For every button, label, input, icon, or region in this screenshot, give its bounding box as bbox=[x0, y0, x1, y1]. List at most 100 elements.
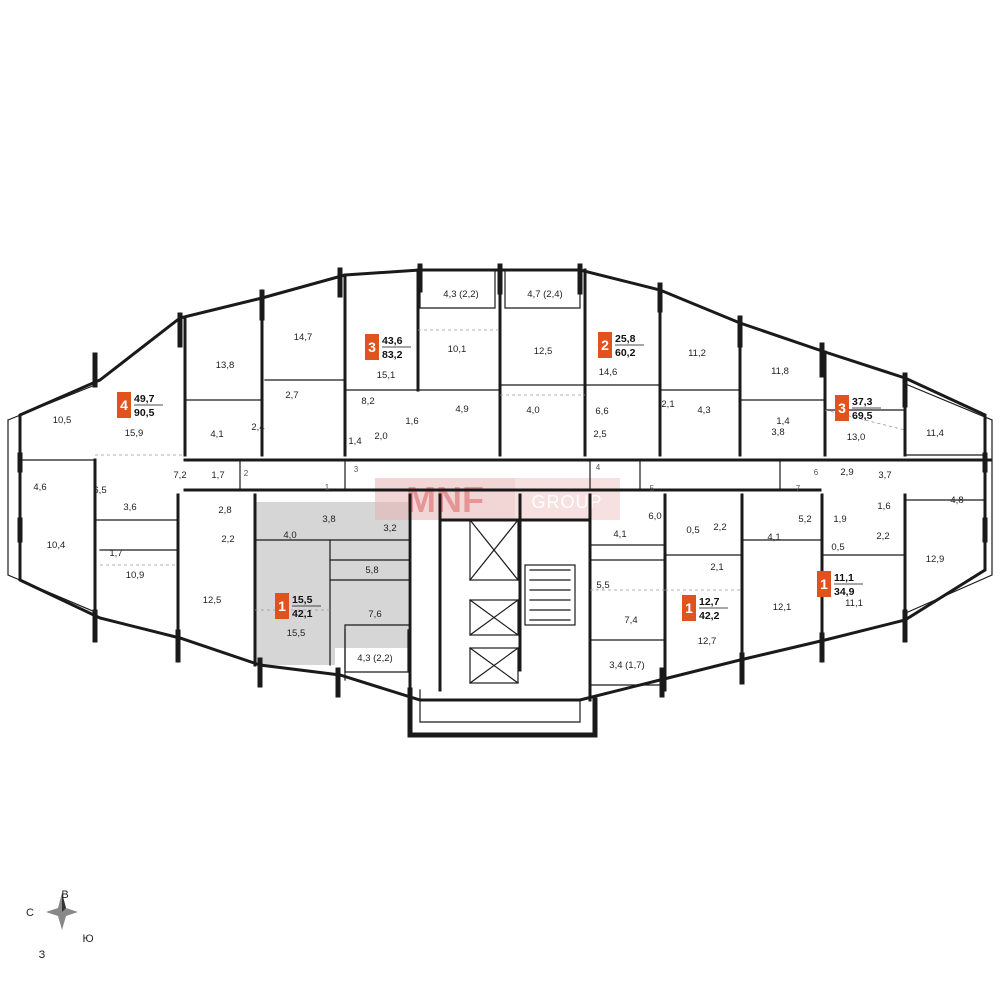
room-area-label: 1,6 bbox=[405, 416, 418, 427]
compass-east: Ю bbox=[82, 933, 93, 945]
total-area: 34,9 bbox=[834, 586, 855, 598]
room-area-label: 1,7 bbox=[109, 548, 122, 559]
room-area-label: 4,1 bbox=[767, 532, 780, 543]
compass-south: З bbox=[39, 949, 46, 961]
room-area-label: 8,2 bbox=[361, 396, 374, 407]
door-number-label: 7 bbox=[796, 484, 801, 493]
apartment-badge: 1 12,7 42,2 bbox=[682, 595, 728, 622]
room-area-label: 3,8 bbox=[771, 427, 784, 438]
door-number-label: 5 bbox=[650, 484, 655, 493]
room-area-label: 14,6 bbox=[599, 367, 618, 378]
total-area: 42,1 bbox=[292, 608, 313, 620]
living-area: 49,7 bbox=[134, 393, 155, 405]
loggias bbox=[344, 269, 666, 686]
logo-mark: MNF bbox=[406, 479, 484, 520]
door-number-label: 1 bbox=[325, 483, 330, 492]
room-area-label: 6,5 bbox=[93, 485, 106, 496]
rooms-badge-box bbox=[365, 334, 379, 360]
rooms-badge-box bbox=[817, 571, 831, 597]
room-area-label: 5,2 bbox=[798, 514, 811, 525]
room-area-label: 4,8 bbox=[950, 495, 963, 506]
room-area-label: 11,2 bbox=[688, 348, 706, 359]
room-area-label: 4,3 (2,2) bbox=[443, 289, 478, 300]
room-area-label: 1,7 bbox=[211, 470, 224, 481]
room-area-label: 4,7 (2,4) bbox=[527, 289, 562, 300]
room-area-label: 12,5 bbox=[534, 346, 553, 357]
room-area-label: 3,8 bbox=[322, 514, 335, 525]
room-area-label: 6,0 bbox=[648, 511, 661, 522]
room-area-label: 1,9 bbox=[833, 514, 846, 525]
rooms-count: 3 bbox=[838, 400, 846, 416]
room-area-label: 4,3 (2,2) bbox=[357, 653, 392, 664]
living-area: 12,7 bbox=[699, 596, 720, 608]
rooms-count: 3 bbox=[368, 339, 376, 355]
room-area-label: 10,9 bbox=[126, 570, 145, 581]
room-area-label: 3,6 bbox=[123, 502, 136, 513]
living-area: 11,1 bbox=[834, 572, 854, 584]
corridor bbox=[183, 458, 992, 492]
room-area-label: 4,1 bbox=[613, 529, 626, 540]
total-area: 60,2 bbox=[615, 347, 636, 359]
room-area-label: 13,0 bbox=[847, 432, 866, 443]
rooms-count: 1 bbox=[278, 598, 286, 614]
room-area-label: 2,1 bbox=[710, 562, 723, 573]
compass-rose: С В Ю З bbox=[26, 889, 94, 961]
room-area-label: 13,8 bbox=[216, 360, 235, 371]
room-area-label: 5,8 bbox=[365, 565, 378, 576]
living-area: 37,3 bbox=[852, 396, 873, 408]
door-number-label: 4 bbox=[596, 463, 601, 472]
room-area-label: 12,1 bbox=[773, 602, 792, 613]
room-area-label: 5,5 bbox=[596, 580, 609, 591]
room-area-label: 10,5 bbox=[53, 415, 72, 426]
rooms-badge-box bbox=[598, 332, 612, 358]
room-area-label: 6,6 bbox=[595, 406, 608, 417]
room-area-label: 15,5 bbox=[287, 628, 306, 639]
room-area-label: 4,6 bbox=[33, 482, 46, 493]
door-number-label: 3 bbox=[354, 465, 359, 474]
room-area-label: 2,2 bbox=[221, 534, 234, 545]
room-area-label: 12,9 bbox=[926, 554, 945, 565]
total-area: 42,2 bbox=[699, 610, 720, 622]
room-area-label: 2,4 bbox=[251, 422, 264, 433]
room-area-label: 3,4 (1,7) bbox=[609, 660, 644, 671]
room-area-label: 7,4 bbox=[624, 615, 637, 626]
room-area-label: 2,0 bbox=[374, 431, 387, 442]
room-area-label: 11,1 bbox=[845, 598, 863, 609]
living-area: 25,8 bbox=[615, 333, 636, 345]
room-area-label: 4,0 bbox=[283, 530, 296, 541]
room-area-label: 11,4 bbox=[926, 428, 944, 439]
room-area-label: 12,5 bbox=[203, 595, 222, 606]
room-area-label: 3,2 bbox=[383, 523, 396, 534]
compass-north: В bbox=[61, 889, 68, 901]
room-area-label: 3,7 bbox=[878, 470, 891, 481]
rooms-count: 4 bbox=[120, 397, 128, 413]
room-area-label: 7,6 bbox=[368, 609, 381, 620]
room-area-label: 12,7 bbox=[698, 636, 717, 647]
room-area-label: 10,1 bbox=[448, 344, 467, 355]
group-logo: MNF GROUP bbox=[375, 478, 620, 520]
rooms-badge-box bbox=[682, 595, 696, 621]
room-area-label: 1,4 bbox=[776, 416, 789, 427]
room-area-label: 11,8 bbox=[771, 366, 789, 377]
rooms-badge-box bbox=[275, 593, 289, 619]
rooms-count: 1 bbox=[685, 600, 693, 616]
rooms-badge-box bbox=[117, 392, 131, 418]
room-area-label: 4,3 bbox=[697, 405, 710, 416]
room-area-label: 1,4 bbox=[348, 436, 361, 447]
room-area-label: 2,8 bbox=[218, 505, 231, 516]
room-area-label: 0,5 bbox=[831, 542, 844, 553]
living-area: 43,6 bbox=[382, 335, 403, 347]
room-area-label: 7,2 bbox=[173, 470, 186, 481]
room-area-label: 15,9 bbox=[125, 428, 144, 439]
compass-west: С bbox=[26, 907, 34, 919]
